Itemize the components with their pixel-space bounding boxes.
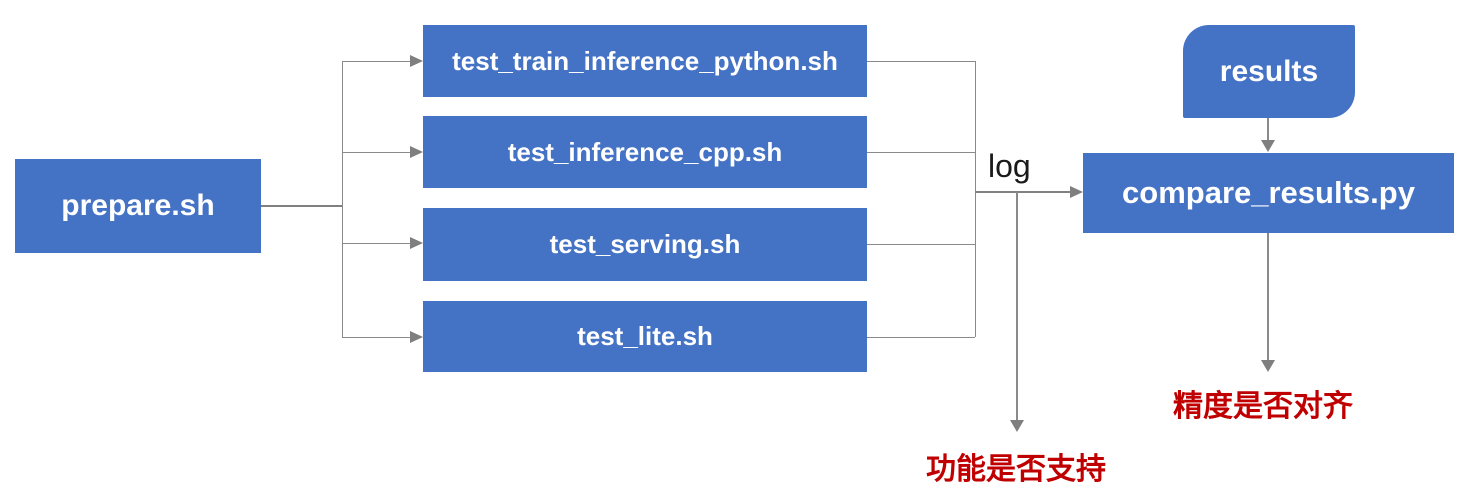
node-results: results	[1183, 25, 1355, 118]
arrowhead-results-to-compare	[1261, 140, 1275, 152]
node-test-inference-cpp-sh: test_inference_cpp.sh	[423, 116, 867, 188]
edge-right-bus-vertical	[975, 61, 976, 337]
edge-test-lite-to-logbus	[867, 337, 975, 338]
node-test-serving-sh: test_serving.sh	[423, 208, 867, 281]
edge-log-to-function-support	[1016, 192, 1018, 420]
edge-test-serving-to-logbus	[867, 244, 975, 245]
arrowhead-to-compare	[1070, 186, 1083, 198]
node-test-train-inference-python-sh: test_train_inference_python.sh	[423, 25, 867, 97]
edge-left-bus-vertical	[342, 61, 343, 338]
arrowhead-to-function-support	[1010, 420, 1024, 432]
annotation-function-support: 功能是否支持	[926, 453, 1106, 486]
edge-bus-to-test-lite	[342, 337, 410, 338]
edge-results-to-compare	[1267, 118, 1269, 140]
edge-prepare-to-bus	[261, 205, 342, 207]
node-test-cpp-label: test_inference_cpp.sh	[507, 136, 783, 167]
node-test-lite-sh: test_lite.sh	[423, 301, 867, 372]
node-test-train-label: test_train_inference_python.sh	[452, 45, 838, 76]
arrowhead-to-precision	[1261, 360, 1275, 372]
arrowhead-to-test-lite	[410, 331, 423, 343]
edge-logbus-to-compare	[975, 191, 1070, 193]
node-compare-results-py: compare_results.py	[1083, 153, 1454, 233]
arrowhead-to-test-train	[410, 55, 423, 67]
node-test-serving-label: test_serving.sh	[549, 229, 741, 259]
node-compare-label: compare_results.py	[1122, 175, 1415, 210]
edge-test-cpp-to-logbus	[867, 152, 975, 153]
arrowhead-to-test-cpp	[410, 146, 423, 158]
node-prepare-sh: prepare.sh	[15, 159, 261, 253]
edge-compare-to-precision	[1267, 233, 1269, 360]
edge-bus-to-test-serving	[342, 243, 410, 244]
node-results-label: results	[1219, 54, 1319, 88]
annotation-precision-aligned: 精度是否对齐	[1173, 390, 1353, 423]
edge-bus-to-test-cpp	[342, 152, 410, 153]
edge-bus-to-test-train	[342, 61, 410, 62]
node-test-lite-label: test_lite.sh	[577, 321, 713, 351]
node-prepare-sh-label: prepare.sh	[61, 189, 215, 222]
arrowhead-to-test-serving	[410, 237, 423, 249]
edge-test-train-to-logbus	[867, 61, 975, 62]
edge-label-log: log	[988, 148, 1031, 184]
